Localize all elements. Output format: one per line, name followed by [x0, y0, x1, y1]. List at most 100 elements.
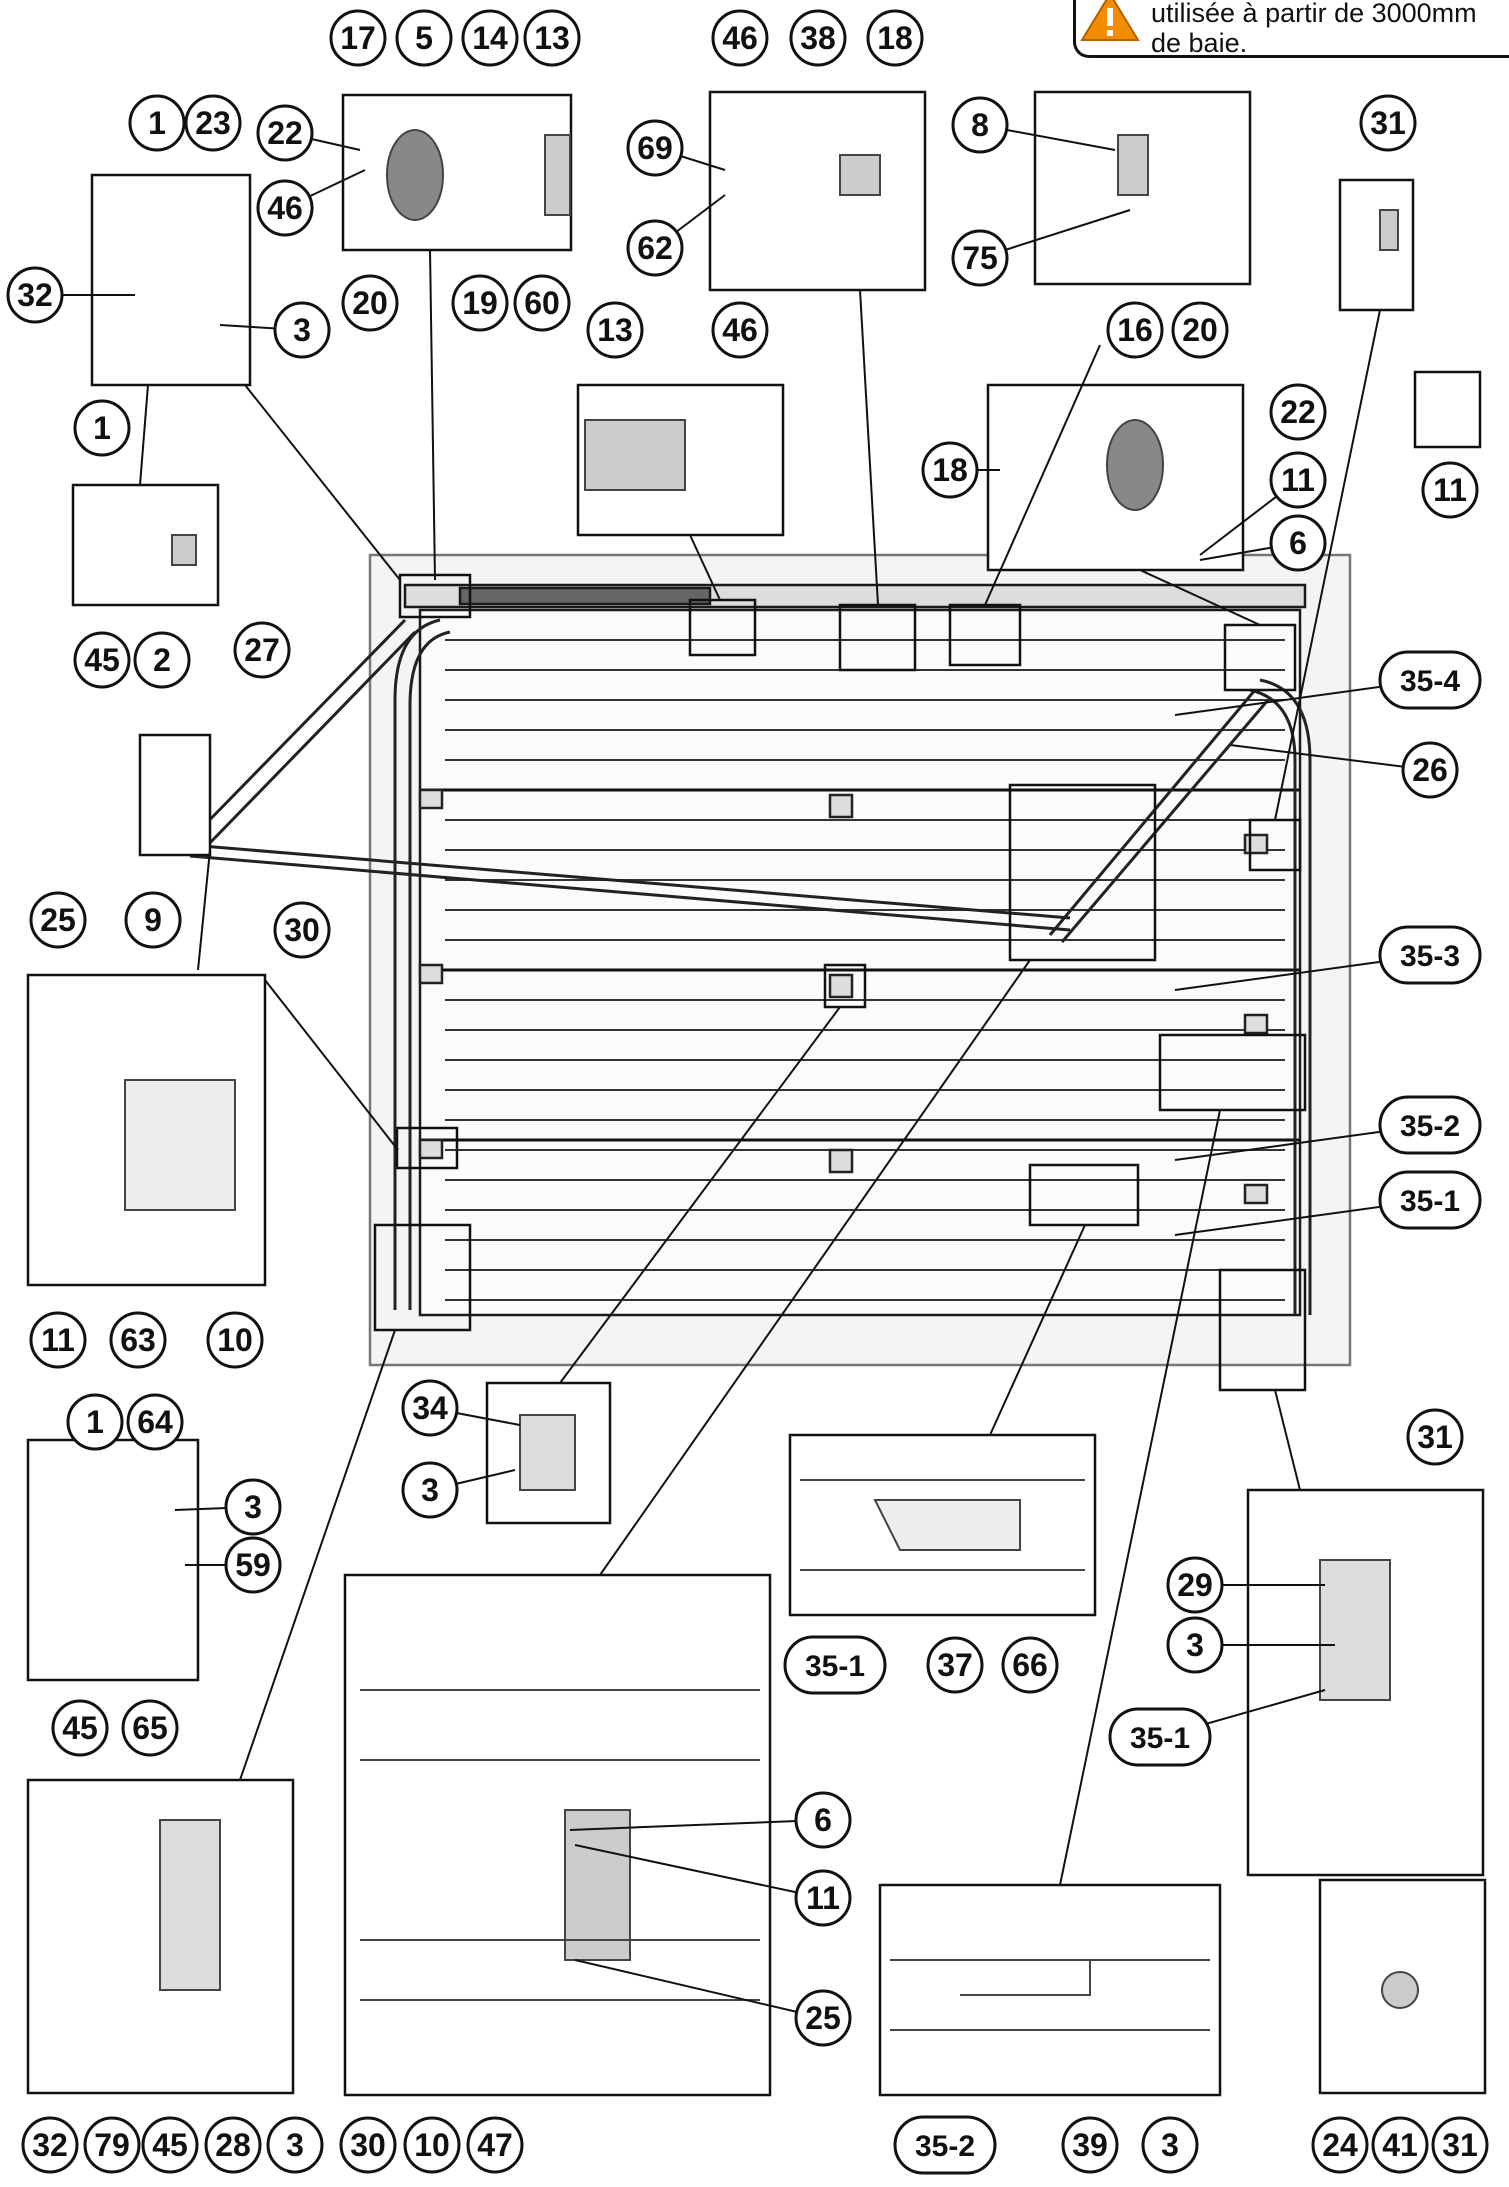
section-joints: [420, 788, 1300, 1142]
callout-label: 18: [877, 20, 913, 56]
callout-label: 20: [352, 285, 388, 321]
callout-35-3: 35-3: [1378, 925, 1482, 985]
callout-27: 27: [233, 621, 291, 679]
callout-label: 62: [637, 230, 673, 266]
callout-20: 20: [341, 274, 399, 332]
callout-3: 3: [273, 301, 331, 359]
callout-label: 20: [1182, 312, 1218, 348]
callout-59: 59: [224, 1536, 282, 1594]
callout-32: 32: [21, 2116, 79, 2174]
callout-label: 11: [1281, 462, 1315, 498]
callout-label: 19: [462, 285, 498, 321]
callout-19: 19: [451, 274, 509, 332]
callout-label: 11: [41, 1322, 75, 1358]
callout-46: 46: [711, 301, 769, 359]
callout-45: 45: [141, 2116, 199, 2174]
callout-label: 1: [93, 410, 111, 446]
callout-label: 32: [17, 277, 53, 313]
callout-label: 41: [1382, 2127, 1418, 2163]
callout-label: 9: [144, 902, 162, 938]
door-panel: [418, 608, 1302, 1317]
callout-label: 31: [1442, 2127, 1478, 2163]
callout-3: 3: [224, 1478, 282, 1536]
callout-label: 3: [1186, 1627, 1204, 1663]
leader-c-11d: [574, 1844, 824, 1899]
callout-28: 28: [204, 2116, 262, 2174]
callout-11: 11: [794, 1869, 852, 1927]
callout-label: 35-1: [1130, 1722, 1190, 1755]
callout-31: 31: [1359, 94, 1417, 152]
warning-triangle-icon: [1080, 0, 1140, 41]
leader-c-6b: [569, 1819, 824, 1831]
warning-line-1: utilisée à partir de 3000mm: [1151, 0, 1477, 28]
callout-label: 3: [286, 2127, 304, 2163]
callout-29: 29: [1166, 1556, 1224, 1614]
detail-boxes: [373, 573, 1307, 1392]
leader-c-26: [1229, 744, 1431, 771]
warning-text: utilisée à partir de 3000mm de baie.: [1151, 0, 1477, 58]
callout-62: 62: [626, 219, 684, 277]
callout-label: 46: [267, 190, 303, 226]
callout-8: 8: [951, 96, 1009, 154]
callout-6: 6: [794, 1791, 852, 1849]
callout-label: 31: [1370, 105, 1406, 141]
callout-label: 35-2: [1400, 1110, 1460, 1143]
spring: [458, 586, 712, 606]
callout-label: 10: [414, 2127, 450, 2163]
callout-24: 24: [1311, 2116, 1369, 2174]
callout-label: 22: [1280, 394, 1316, 430]
callout-label: 17: [340, 20, 376, 56]
callout-18: 18: [866, 9, 924, 67]
callout-35-1: 35-1: [1108, 1707, 1212, 1767]
callout-38: 38: [789, 9, 847, 67]
warning-line-2: de baie.: [1151, 28, 1248, 58]
callout-6: 6: [1269, 514, 1327, 572]
callout-14: 14: [461, 9, 519, 67]
callout-label: 32: [32, 2127, 68, 2163]
callout-label: 35-3: [1400, 940, 1460, 973]
callout-25: 25: [29, 891, 87, 949]
callout-label: 45: [152, 2127, 188, 2163]
callout-label: 79: [94, 2127, 130, 2163]
callout-30: 30: [339, 2116, 397, 2174]
callout-35-2: 35-2: [893, 2115, 997, 2175]
callout-label: 6: [1289, 525, 1307, 561]
callout-label: 22: [267, 115, 303, 151]
callout-label: 29: [1177, 1567, 1213, 1603]
callout-13: 13: [586, 301, 644, 359]
callout-label: 64: [137, 1404, 173, 1440]
callout-31: 31: [1431, 2116, 1489, 2174]
callout-label: 31: [1417, 1419, 1453, 1455]
callout-label: 59: [235, 1547, 271, 1583]
callout-label: 6: [814, 1802, 832, 1838]
callout-label: 28: [215, 2127, 251, 2163]
callout-label: 66: [1012, 1647, 1048, 1683]
callout-label: 35-2: [915, 2130, 975, 2163]
callout-5: 5: [395, 9, 453, 67]
callout-label: 10: [217, 1322, 253, 1358]
callout-18: 18: [921, 441, 979, 499]
callout-label: 11: [1433, 472, 1467, 508]
callout-label: 1: [86, 1404, 104, 1440]
callout-label: 18: [932, 452, 968, 488]
callout-label: 35-1: [1400, 1185, 1460, 1218]
hinges: [418, 788, 1269, 1205]
callout-label: 27: [244, 632, 280, 668]
callout-34: 34: [401, 1379, 459, 1437]
callout-label: 35-1: [805, 1650, 865, 1683]
callout-11: 11: [29, 1311, 87, 1369]
callout-65: 65: [121, 1699, 179, 1757]
callout-label: 35-4: [1400, 665, 1460, 698]
callout-label: 30: [284, 912, 320, 948]
callout-label: 30: [350, 2127, 386, 2163]
callout-label: 46: [722, 20, 758, 56]
callout-35-1: 35-1: [783, 1635, 887, 1695]
callout-label: 45: [62, 1710, 98, 1746]
callout-32: 32: [6, 266, 64, 324]
callout-9: 9: [124, 891, 182, 949]
callout-label: 2: [153, 642, 171, 678]
callout-label: 37: [937, 1647, 973, 1683]
